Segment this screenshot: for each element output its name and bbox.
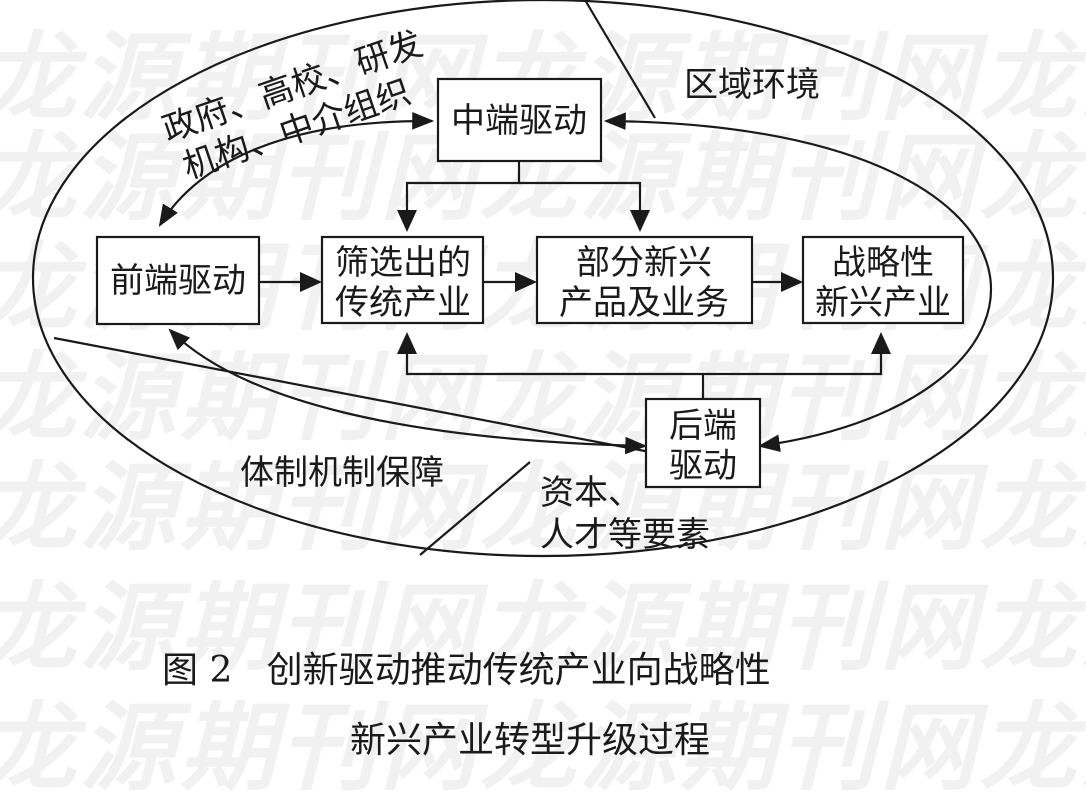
middle-driver-box: 中端驱动 <box>436 77 603 163</box>
strategic-industry-label-1: 战略性 <box>832 243 934 283</box>
back-driver-box: 后端 驱动 <box>644 397 762 489</box>
arc-back-to-middle <box>603 112 992 452</box>
partial-products-label-2: 产品及业务 <box>559 283 729 323</box>
region-divider-line <box>584 0 656 119</box>
arrowhead-to-filtered-up <box>397 332 417 354</box>
capital-divider-line <box>419 461 531 556</box>
gov-label-group: 政府、高校、研发 机构、中介组织 <box>158 24 428 188</box>
institution-label: 体制机制保障 <box>240 453 444 493</box>
filtered-industry-box: 筛选出的 传统产业 <box>320 235 485 325</box>
front-driver-box: 前端驱动 <box>95 235 261 326</box>
figure-caption-line-2: 新兴产业转型升级过程 <box>350 720 710 761</box>
partial-products-box: 部分新兴 产品及业务 <box>535 235 754 325</box>
back-driver-label-1: 后端 <box>669 406 737 446</box>
arrowhead-to-partial <box>630 210 650 232</box>
middle-driver-label: 中端驱动 <box>451 101 587 141</box>
arc-back-to-front <box>168 328 648 455</box>
back-driver-label-2: 驱动 <box>669 446 737 486</box>
arc-middle-to-front <box>158 112 435 227</box>
arrowhead-filtered-to-partial <box>515 272 537 292</box>
front-driver-label: 前端驱动 <box>110 261 246 301</box>
arrowhead-partial-to-strategic <box>781 272 803 292</box>
capital-label-line-2: 人才等要素 <box>540 515 710 555</box>
institution-divider-line <box>53 336 651 454</box>
back-up-connector <box>405 340 705 399</box>
arrowhead-front-to-filtered <box>300 272 322 292</box>
filtered-industry-label-2: 传统产业 <box>335 283 471 323</box>
arrowhead-to-strategic-up <box>871 332 891 354</box>
region-label: 区域环境 <box>684 65 820 105</box>
figure-caption-line-1: 图 2 创新驱动推动传统产业向战略性 <box>162 650 771 691</box>
outer-ellipse <box>32 0 1054 558</box>
arrowhead-to-filtered <box>397 210 417 232</box>
middle-down-connector <box>405 160 521 226</box>
capital-label-line-1: 资本、 <box>540 473 642 513</box>
strategic-industry-box: 战略性 新兴产业 <box>801 235 965 325</box>
middle-down-connector-right <box>519 181 642 226</box>
strategic-industry-label-2: 新兴产业 <box>815 283 951 323</box>
partial-products-label-1: 部分新兴 <box>576 243 712 283</box>
filtered-industry-label-1: 筛选出的 <box>335 243 471 283</box>
back-up-connector-right <box>703 340 883 376</box>
